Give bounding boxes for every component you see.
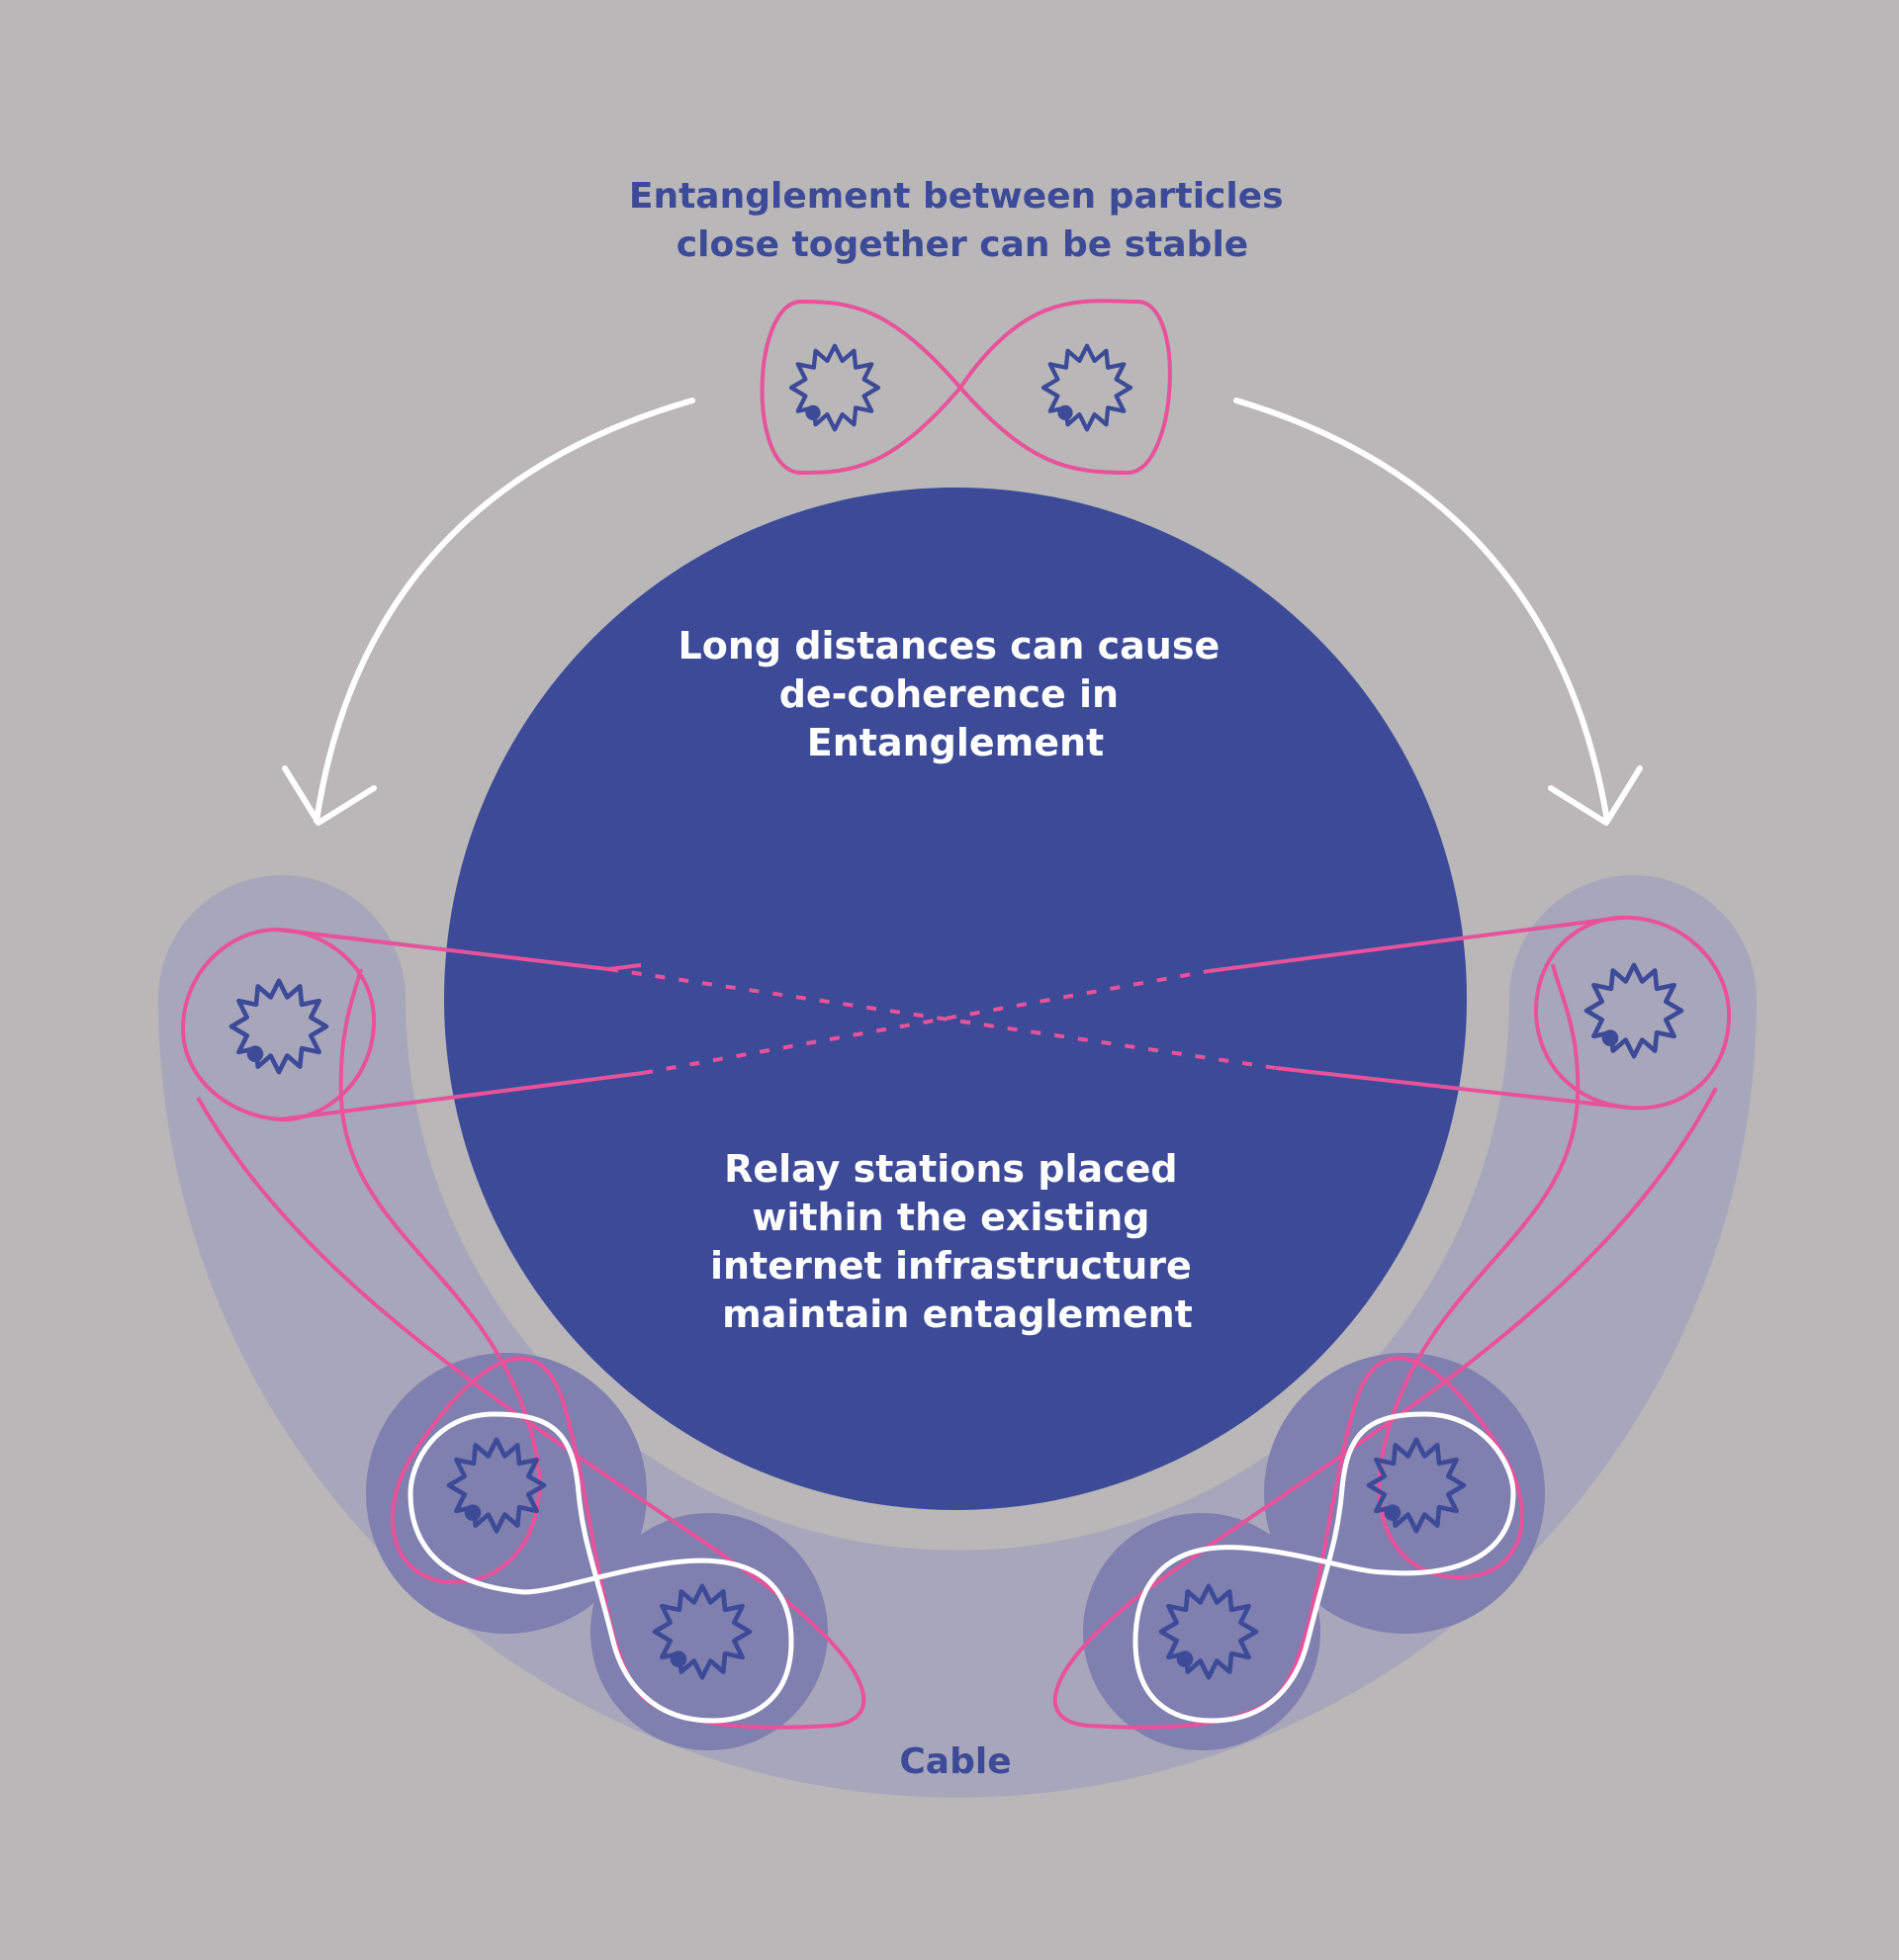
left-relay-pair [407, 1411, 794, 1724]
particle-starburst-icon [1043, 346, 1130, 430]
right-endpoint [1533, 915, 1732, 1111]
right-relay-pair [1132, 1411, 1516, 1724]
curved-arrow-icon [282, 398, 695, 826]
long-distance-entanglement [276, 916, 1629, 1121]
center-lower-line: within the existing [752, 1196, 1149, 1239]
center-lower-line: internet infrastructure [710, 1244, 1192, 1288]
center-caption-upper: Long distances can cause de-coherence in… [678, 624, 1233, 764]
earth-circle [444, 488, 1467, 1510]
cable-band [158, 875, 1757, 1798]
curved-arrow-icon [1233, 398, 1643, 826]
relay-entanglement-lines [196, 963, 1718, 1730]
center-lower-line: maintain entaglement [722, 1292, 1193, 1336]
stable-entanglement-loop [760, 299, 1172, 476]
particle-starburst-icon [791, 346, 878, 430]
top-caption-line: close together can be stable [677, 224, 1248, 265]
center-upper-line: de-coherence in [779, 672, 1119, 716]
cable-label: Cable [899, 1741, 1011, 1782]
center-upper-line: Long distances can cause [678, 624, 1221, 668]
center-upper-line: Entanglement [807, 721, 1104, 764]
center-lower-line: Relay stations placed [724, 1147, 1178, 1191]
top-caption: Entanglement between particles close tog… [629, 176, 1296, 265]
relay-station-disc [590, 1513, 828, 1750]
relay-station-disc [1083, 1513, 1320, 1750]
center-caption-lower: Relay stations placed within the existin… [710, 1147, 1205, 1336]
top-caption-line: Entanglement between particles [629, 176, 1284, 217]
